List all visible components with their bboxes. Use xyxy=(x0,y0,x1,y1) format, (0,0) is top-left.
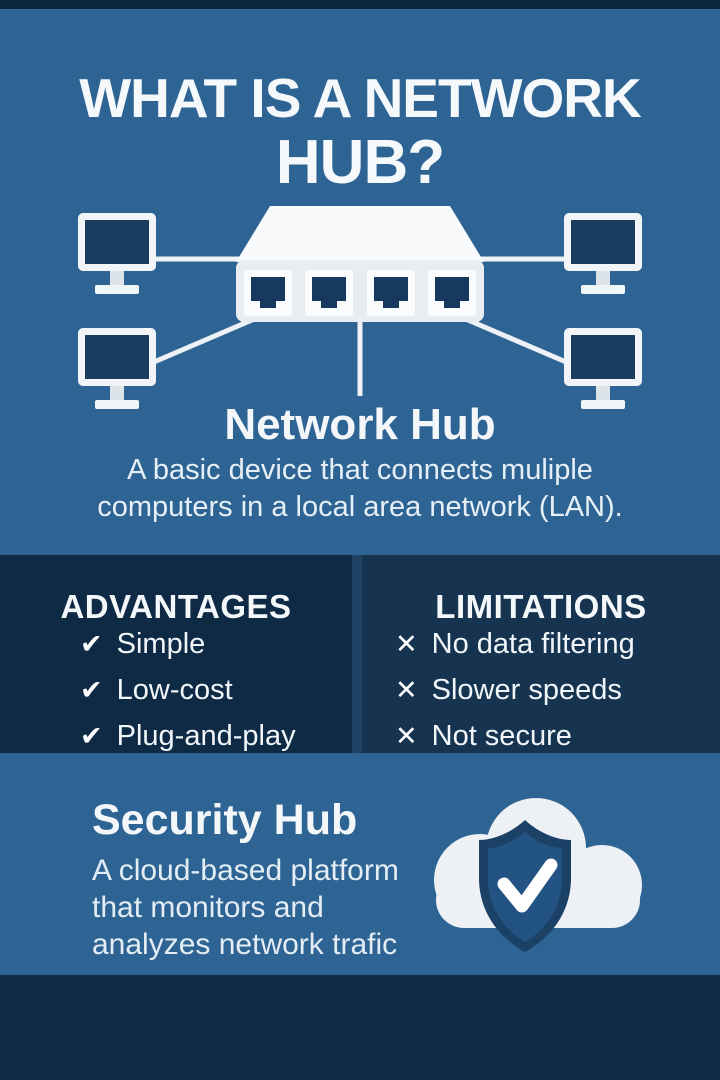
check-icon: ✔ xyxy=(80,721,103,751)
connection-line xyxy=(139,317,253,371)
computer-monitor-icon xyxy=(564,213,642,294)
list-item: ✔ Simple xyxy=(80,628,296,661)
check-icon: ✔ xyxy=(80,675,103,705)
title-line-2: HUB? xyxy=(275,128,445,198)
hub-port-icon xyxy=(367,270,415,316)
network-hub-icon xyxy=(236,206,484,322)
check-icon: ✔ xyxy=(80,629,103,659)
cross-icon: ✕ xyxy=(395,721,418,751)
bottom-border-bar xyxy=(0,975,720,1080)
cloud-shield-illustration xyxy=(434,798,642,952)
security-description-line-1: A cloud-based platform xyxy=(92,854,399,887)
limitations-heading: LIMITATIONS xyxy=(435,588,647,625)
hub-description: A basic device that connects muliple com… xyxy=(0,452,720,526)
advantage-label: Simple xyxy=(116,628,206,660)
security-description-line-2: that monitors and xyxy=(92,891,324,924)
cross-icon: ✕ xyxy=(395,629,418,659)
security-description-line-3: analyzes network trafic xyxy=(92,928,398,961)
hub-description-line-2: computers in a local area network (LAN). xyxy=(97,491,623,523)
title-line-1: WHAT IS A NETWORK xyxy=(79,67,641,130)
list-item: ✕ Slower speeds xyxy=(395,674,635,707)
hub-description-line-1: A basic device that connects muliple xyxy=(127,454,593,486)
list-item: ✔ Low-cost xyxy=(80,674,296,707)
advantage-label: Low-cost xyxy=(116,674,233,706)
hub-port-icon xyxy=(244,270,292,316)
network-diagram xyxy=(78,206,642,409)
hub-port-icon xyxy=(428,270,476,316)
computer-monitor-icon xyxy=(564,328,642,409)
limitations-list: ✕ No data filtering ✕ Slower speeds ✕ No… xyxy=(395,628,635,753)
advantages-panel xyxy=(0,555,352,753)
computer-monitor-icon xyxy=(78,213,156,294)
security-hub-heading: Security Hub xyxy=(92,796,358,844)
cross-icon: ✕ xyxy=(395,675,418,705)
top-border-bar xyxy=(0,0,720,9)
list-item: ✕ No data filtering xyxy=(395,628,635,661)
list-item: ✔ Plug-and-play xyxy=(80,720,296,753)
column-divider xyxy=(352,555,362,753)
connection-line xyxy=(467,317,581,371)
security-hub-description: A cloud-based platform that monitors and… xyxy=(92,852,399,963)
checkmark-icon xyxy=(497,858,558,913)
limitation-label: Slower speeds xyxy=(431,674,622,706)
advantages-list: ✔ Simple ✔ Low-cost ✔ Plug-and-play xyxy=(80,628,296,753)
page-title: WHAT IS A NETWORK HUB? xyxy=(0,71,720,194)
hub-port-icon xyxy=(305,270,353,316)
advantages-heading: ADVANTAGES xyxy=(60,588,292,625)
list-item: ✕ Not secure xyxy=(395,720,635,753)
limitation-label: No data filtering xyxy=(431,628,635,660)
limitation-label: Not secure xyxy=(431,720,572,752)
advantage-label: Plug-and-play xyxy=(116,720,296,752)
shield-icon xyxy=(479,820,571,952)
hub-caption: Network Hub xyxy=(224,400,496,449)
computer-monitor-icon xyxy=(78,328,156,409)
